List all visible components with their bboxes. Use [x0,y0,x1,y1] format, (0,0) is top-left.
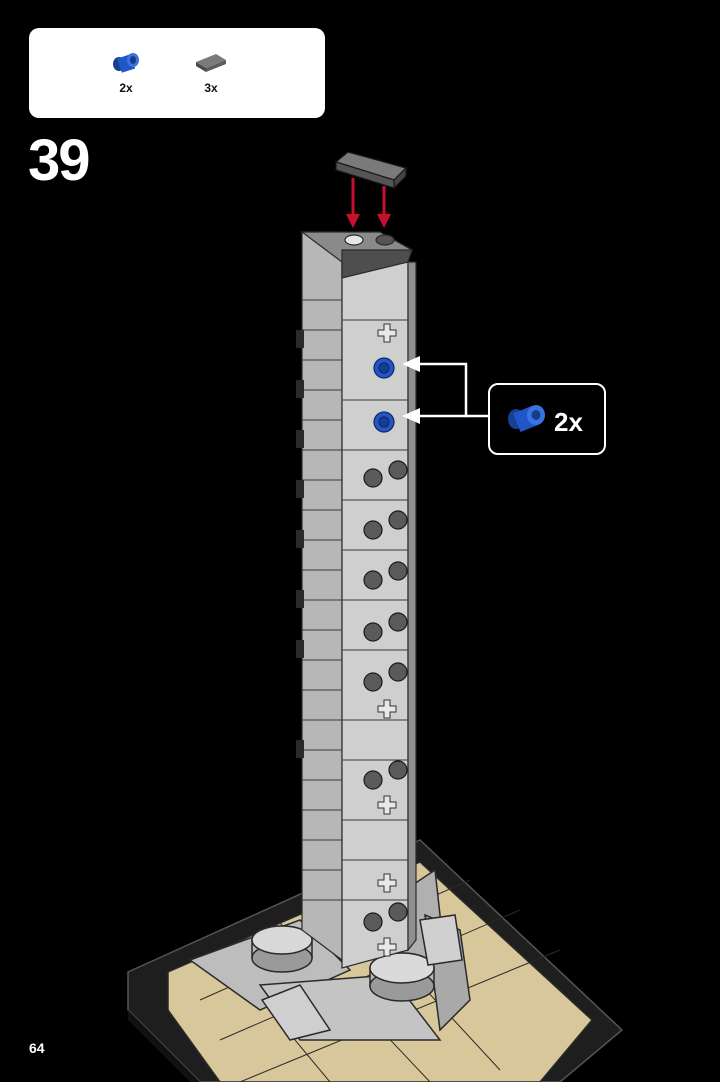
parts-item-tile: 3x [193,50,229,95]
callout-box: 2x [488,383,606,455]
blue-pin-connector-icon [504,401,550,440]
callout-qty: 2x [554,407,583,437]
page-number: 64 [29,1040,45,1056]
tower-top [300,231,414,279]
blue-pin-connector-icon [109,53,143,78]
parts-item-qty: 2x [119,81,133,95]
parts-item-qty: 3x [204,81,218,95]
dark-gray-tile-icon [193,54,229,78]
tower-studs [363,460,408,932]
parts-item-pin: 2x [109,50,143,95]
tower-right-face [407,261,417,952]
placement-arrow-icon [346,178,391,228]
step-number: 39 [28,128,90,193]
tower-side-tabs [296,330,304,758]
blue-pin-connector-icon [373,357,395,433]
callout-leader-arrows [402,356,488,424]
tower-left-face [301,231,343,962]
tower-cross-holes [377,323,397,957]
parts-list-box: 2x 3x [29,28,325,118]
tower-brick-lines [302,299,408,901]
tower-base-wings [188,868,471,1041]
dark-gray-tile-icon [334,151,408,190]
